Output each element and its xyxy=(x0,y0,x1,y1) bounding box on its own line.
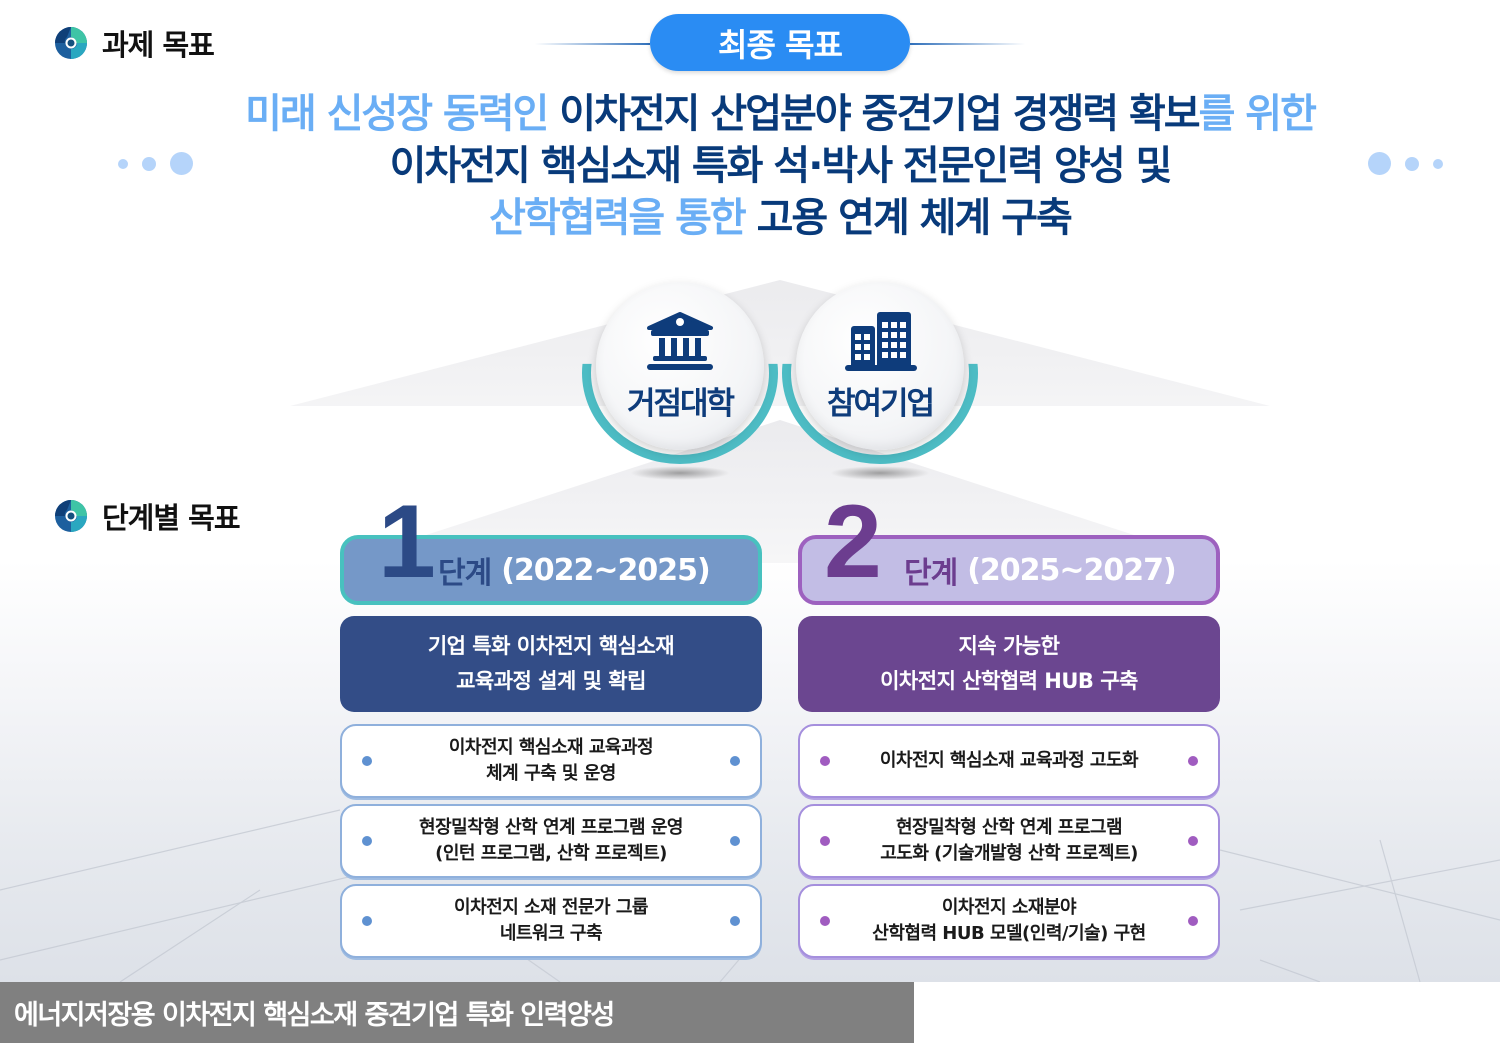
headline-highlight: 미래 신성장 동력인 xyxy=(245,91,560,137)
phase-number: 1 xyxy=(378,484,436,600)
item-line: 이차전지 소재 전문가 그룹 xyxy=(454,897,648,918)
headline-emphasis: 이차전지 핵심소재 특화 석·박사 전문인력 양성 및 xyxy=(389,143,1173,189)
footer-title: 에너지저장용 이차전지 핵심소재 중견기업 특화 인력양성 xyxy=(14,1000,615,1031)
bullet-dot-icon xyxy=(362,916,372,926)
decorative-dots-left xyxy=(118,152,193,175)
bullet-dot-icon xyxy=(730,756,740,766)
item-line: 이차전지 핵심소재 교육과정 고도화 xyxy=(879,750,1139,771)
phase-item: 이차전지 핵심소재 교육과정 고도화 xyxy=(798,724,1220,798)
phase-goal-box: 기업 특화 이차전지 핵심소재 교육과정 설계 및 확립 xyxy=(340,616,762,712)
phase-goal-line: 이차전지 산학협력 HUB 구축 xyxy=(880,669,1138,693)
bullet-dot-icon xyxy=(820,756,830,766)
item-line: 이차전지 핵심소재 교육과정 xyxy=(448,737,654,758)
phase-item-list: 이차전지 핵심소재 교육과정 고도화 현장밀착형 산학 연계 프로그램 고도화 … xyxy=(798,724,1220,964)
bullet-dot-icon xyxy=(820,836,830,846)
item-line: 이차전지 소재분야 xyxy=(941,897,1077,918)
dot-icon xyxy=(1433,158,1443,169)
circle-face: 거점대학 xyxy=(596,282,764,450)
item-line: 네트워크 구축 xyxy=(499,923,603,944)
phase-years: (2025~2027) xyxy=(967,552,1177,588)
goal-divider-right xyxy=(910,43,1025,45)
phase-item: 이차전지 소재분야 산학협력 HUB 모델(인력/기술) 구현 xyxy=(798,884,1220,958)
headline-emphasis: 고용 연계 체계 구축 xyxy=(756,195,1073,241)
headline-highlight: 를 위한 xyxy=(1198,91,1317,137)
partner-label: 거점대학 xyxy=(626,385,735,422)
bullet-dot-icon xyxy=(1188,916,1198,926)
item-line: (인턴 프로그램, 산학 프로젝트) xyxy=(435,843,667,864)
item-line: 고도화 (기술개발형 산학 프로젝트) xyxy=(880,843,1138,864)
item-line: 현장밀착형 산학 연계 프로그램 xyxy=(895,817,1123,838)
circle-shadow xyxy=(830,466,930,480)
dot-icon xyxy=(118,158,128,169)
dot-icon xyxy=(142,156,156,171)
partner-label: 참여기업 xyxy=(826,385,935,422)
headline-line-2: 이차전지 핵심소재 특화 석·박사 전문인력 양성 및 xyxy=(180,140,1380,192)
dot-icon xyxy=(170,152,193,175)
section-title: 단계별 목표 xyxy=(102,501,240,535)
item-line: 현장밀착형 산학 연계 프로그램 운영 xyxy=(419,817,683,838)
headline-emphasis: 이차전지 산업분야 중견기업 경쟁력 확보 xyxy=(559,91,1200,137)
phase-item: 현장밀착형 산학 연계 프로그램 고도화 (기술개발형 산학 프로젝트) xyxy=(798,804,1220,878)
floor-lines-decoration xyxy=(0,809,1500,982)
circle-face: 참여기업 xyxy=(796,282,964,450)
swirl-logo-icon xyxy=(55,500,87,532)
circle-shadow xyxy=(630,466,730,480)
decorative-dots-right xyxy=(1368,152,1443,175)
phase-item: 이차전지 핵심소재 교육과정 체계 구축 및 운영 xyxy=(340,724,762,798)
phase-number: 2 xyxy=(824,484,882,600)
item-line: 체계 구축 및 운영 xyxy=(486,763,616,784)
phase-goal-box: 지속 가능한 이차전지 산학협력 HUB 구축 xyxy=(798,616,1220,712)
bullet-dot-icon xyxy=(1188,836,1198,846)
phase-goal-line: 지속 가능한 xyxy=(958,634,1060,658)
phase-item-list: 이차전지 핵심소재 교육과정 체계 구축 및 운영 현장밀착형 산학 연계 프로… xyxy=(340,724,762,964)
dot-icon xyxy=(1405,156,1419,171)
partner-university: 거점대학 xyxy=(582,282,778,480)
dot-icon xyxy=(1368,152,1391,175)
section-title: 과제 목표 xyxy=(102,28,215,62)
final-goal-headline: 미래 신성장 동력인 이차전지 산업분야 중견기업 경쟁력 확보를 위한 이차전… xyxy=(180,88,1380,244)
bullet-dot-icon xyxy=(730,836,740,846)
university-building-icon xyxy=(647,311,713,370)
phase-goal-line: 기업 특화 이차전지 핵심소재 xyxy=(427,634,675,658)
phase-item: 현장밀착형 산학 연계 프로그램 운영 (인턴 프로그램, 산학 프로젝트) xyxy=(340,804,762,878)
company-buildings-icon xyxy=(845,311,917,371)
phase-title-bar: 단계 (2022~2025) xyxy=(340,535,762,605)
headline-highlight: 산학협력을 통한 xyxy=(489,195,757,241)
goal-divider-left xyxy=(535,43,650,45)
headline-line-3: 산학협력을 통한 고용 연계 체계 구축 xyxy=(180,192,1380,244)
item-line: 산학협력 HUB 모델(인력/기술) 구현 xyxy=(872,923,1146,944)
phase-item: 이차전지 소재 전문가 그룹 네트워크 구축 xyxy=(340,884,762,958)
phase-years: (2022~2025) xyxy=(501,552,711,588)
section-header-phase-goal: 단계별 목표 xyxy=(54,495,240,537)
bullet-dot-icon xyxy=(820,916,830,926)
partner-company: 참여기업 xyxy=(782,282,978,480)
bullet-dot-icon xyxy=(362,836,372,846)
section-header-task-goal: 과제 목표 xyxy=(54,22,215,64)
bullet-dot-icon xyxy=(730,916,740,926)
bullet-dot-icon xyxy=(1188,756,1198,766)
bullet-dot-icon xyxy=(362,756,372,766)
phase-step-label: 단계 xyxy=(904,556,958,591)
swirl-logo-icon xyxy=(55,27,87,59)
footer-title-bar: 에너지저장용 이차전지 핵심소재 중견기업 특화 인력양성 xyxy=(0,982,914,1043)
final-goal-badge: 최종 목표 xyxy=(650,14,910,71)
phase-title-bar: 단계 (2025~2027) xyxy=(798,535,1220,605)
phase-goal-line: 교육과정 설계 및 확립 xyxy=(456,669,646,693)
headline-line-1: 미래 신성장 동력인 이차전지 산업분야 중견기업 경쟁력 확보를 위한 xyxy=(180,88,1380,140)
phase-step-label: 단계 xyxy=(438,556,492,591)
